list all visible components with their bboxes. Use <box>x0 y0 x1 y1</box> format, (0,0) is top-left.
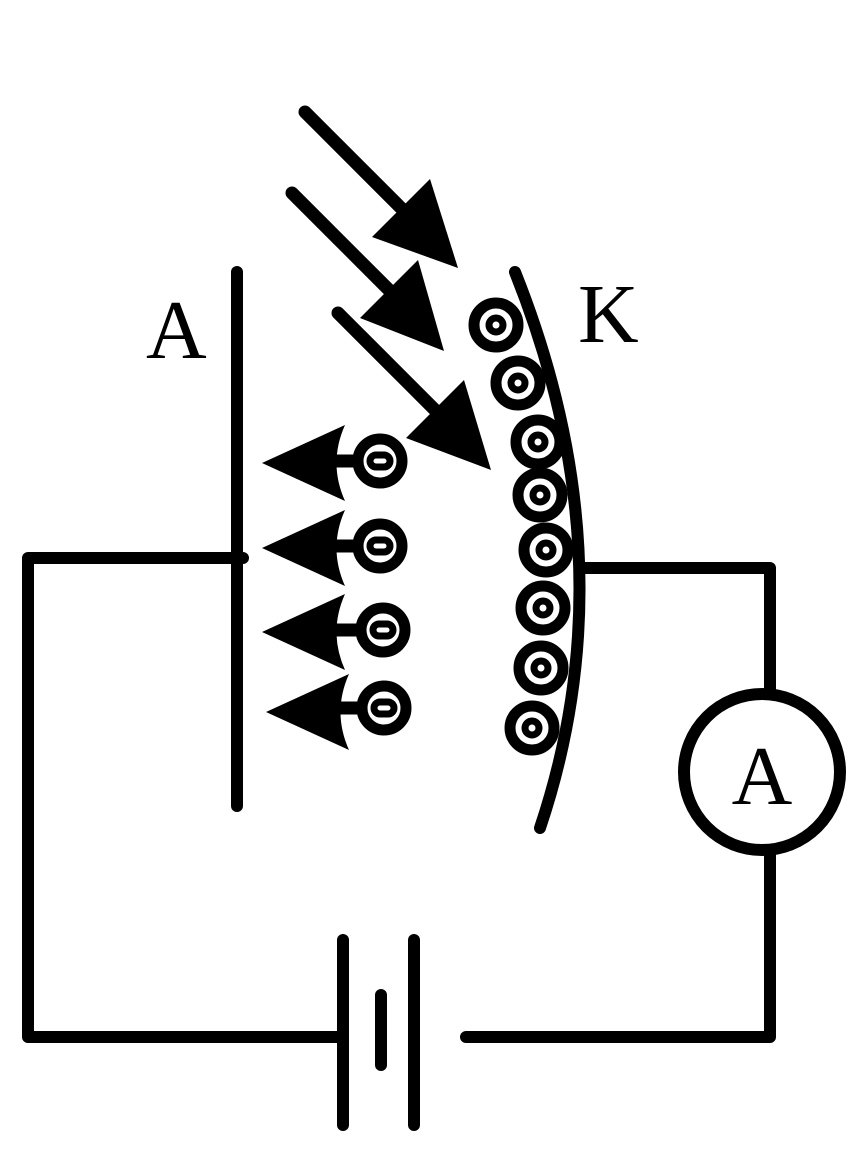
light-ray-arrowhead <box>360 260 444 351</box>
electron <box>468 297 524 353</box>
emitted-electron <box>266 674 412 750</box>
light-ray-arrowhead <box>372 179 458 268</box>
anode-label: A <box>146 284 207 377</box>
cathode-electrons <box>468 297 574 756</box>
electron-velocity-arrowhead <box>262 510 345 586</box>
ammeter-body <box>678 688 846 856</box>
electron <box>513 640 569 696</box>
left-wire <box>22 552 344 1043</box>
emitted-electron <box>262 510 408 586</box>
light-ray-arrowhead <box>406 380 491 470</box>
electron <box>490 355 546 411</box>
right-wire-top <box>579 562 776 698</box>
right-wire-bottom <box>460 846 776 1043</box>
emitted-electron <box>262 425 408 501</box>
light-ray <box>298 105 458 268</box>
electron-velocity-arrowhead <box>262 594 345 670</box>
ammeter-label: A <box>732 730 793 823</box>
electron <box>515 580 571 636</box>
ammeter: A <box>678 688 846 856</box>
electron <box>504 700 560 756</box>
light-ray-shaft <box>285 186 413 314</box>
electron-velocity-arrowhead <box>266 674 349 750</box>
light-ray <box>285 186 444 351</box>
electron <box>510 414 566 470</box>
incident-light-rays <box>285 105 491 470</box>
electron-velocity-arrowhead <box>262 425 345 501</box>
emitted-electrons <box>262 425 412 750</box>
emitted-electron <box>262 594 411 670</box>
light-ray-shaft <box>298 105 427 234</box>
electron <box>512 467 568 523</box>
cathode-plate <box>509 266 586 834</box>
light-ray-shaft <box>331 306 460 435</box>
battery <box>337 934 420 1131</box>
electron <box>518 522 574 578</box>
light-ray <box>331 306 491 470</box>
circuit-wires <box>22 552 776 1043</box>
cathode-label: K <box>578 268 639 361</box>
